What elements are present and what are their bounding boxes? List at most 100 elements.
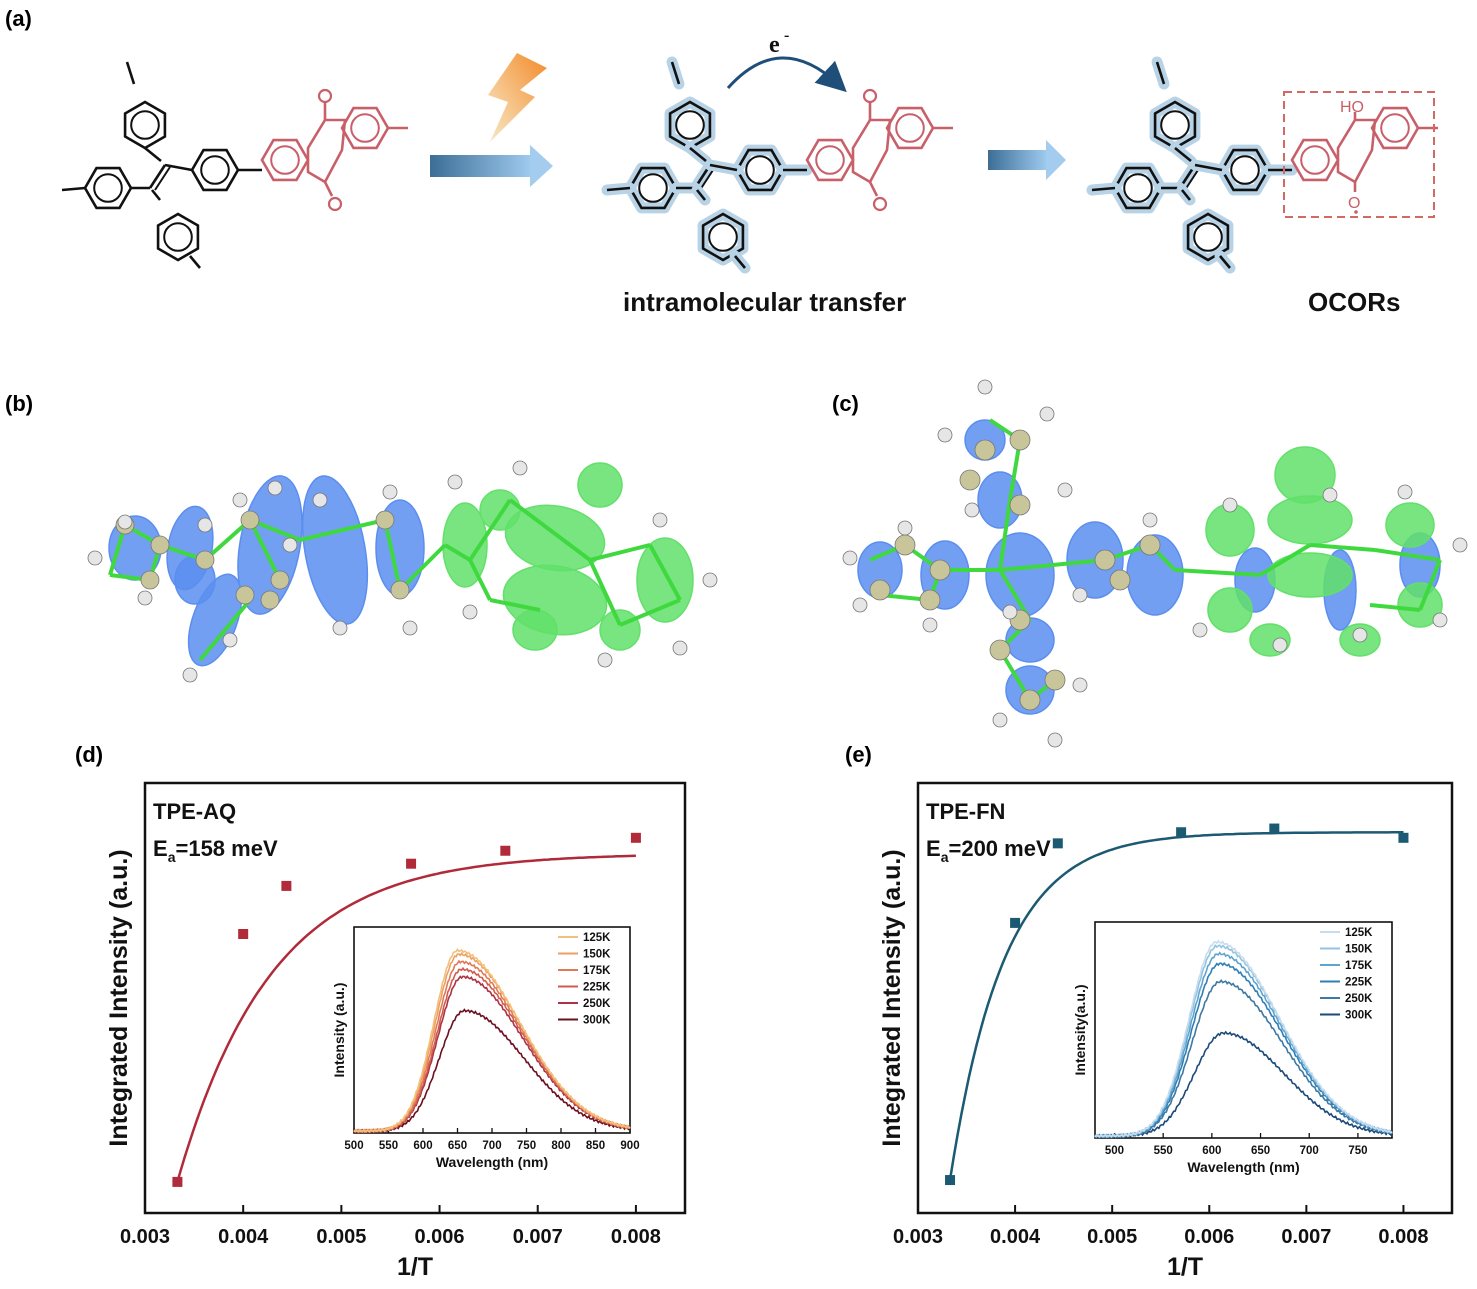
inset-y-title: Intensity (a.u.) (331, 983, 347, 1078)
hydrogen-atom-18 (1002, 604, 1018, 620)
x-tick-label-2: 0.005 (316, 1226, 366, 1248)
phenyl-bottom (156, 212, 200, 262)
bond-stick (588, 559, 622, 626)
phenyl-left-inner (93, 173, 123, 203)
bond-stick (198, 598, 252, 662)
carbon-atom-7 (1009, 494, 1031, 516)
sample-name: TPE-AQ (153, 799, 236, 824)
phenyl-right-inner (1230, 155, 1260, 185)
bond-top (144, 146, 162, 163)
phenyl-right-inner (200, 155, 230, 185)
phenyl-top-inner (1160, 110, 1190, 140)
carbon-atom-6 (375, 510, 395, 530)
carbon-atom-11 (989, 639, 1011, 661)
bond-stick (589, 543, 651, 562)
hydrogen-atom-17 (182, 667, 198, 683)
acceptor-ring-1-inner (815, 145, 845, 175)
inset-x-tick-label-2: 600 (413, 1140, 432, 1152)
carbon-atom-1 (929, 559, 951, 581)
lumo-lobe-4 (1207, 587, 1253, 633)
carbon-atom-2 (919, 589, 941, 611)
legend-label-175K: 175K (1345, 960, 1373, 972)
bond-stick (468, 559, 492, 601)
hydrogen-atom-3 (977, 379, 993, 395)
bond-right (1194, 163, 1223, 172)
hydrogen-atom-7 (382, 484, 398, 500)
bond-stick (1418, 559, 1442, 611)
alkene-bond (148, 164, 167, 189)
x-tick-label-5: 0.008 (1378, 1226, 1428, 1248)
hydrogen-atom-12 (672, 640, 688, 656)
phenyl-bottom (1186, 212, 1230, 262)
panel-c: (c) (832, 379, 1468, 748)
hydrogen-atom-15 (402, 620, 418, 636)
inset-x-tick-label-8: 900 (620, 1140, 639, 1152)
hydrogen-atom-20 (1047, 732, 1063, 748)
acceptor-ring-3-inner (350, 113, 380, 143)
bond-stick (999, 558, 1106, 572)
acceptor-ring-2 (1336, 118, 1377, 184)
legend-label-225K: 225K (583, 982, 611, 994)
molecule-excited (601, 56, 953, 274)
electron-transfer-arrow: e - (726, 27, 847, 93)
bond-stick (998, 499, 1012, 571)
inset-x-tick-label-5: 750 (517, 1140, 536, 1152)
caption-intramolecular: intramolecular transfer (623, 287, 906, 317)
acceptor-ring-1 (1290, 138, 1340, 182)
hydrogen-atom-13 (1452, 537, 1468, 553)
hydrogen-atom-11 (1322, 487, 1338, 503)
ho-label: HO (1340, 99, 1364, 116)
bond-stick (383, 519, 402, 591)
lightning-bolt-icon (488, 53, 547, 142)
spectrum-125K (1094, 939, 1393, 1139)
bond-stick (508, 498, 592, 562)
panel-a: (a) e - HOO intramolecular transfer OCOR… (5, 6, 1438, 317)
ea-subscript: a (168, 849, 176, 865)
inset-x-tick-label-1: 550 (379, 1140, 398, 1152)
methyl-bottom (189, 255, 201, 269)
x-tick-label-0: 0.003 (893, 1226, 943, 1248)
bond-bottom (695, 189, 707, 201)
carbon-atom-8 (1094, 549, 1116, 571)
carbon-atom-3 (869, 579, 891, 601)
hydrogen-atom-22 (922, 617, 938, 633)
acceptor-ring-1 (260, 138, 310, 182)
phenyl-bottom (701, 212, 745, 262)
legend-label-300K: 300K (583, 1015, 611, 1027)
carbon-atom-6 (959, 469, 981, 491)
bond-right (709, 163, 738, 172)
acceptor-ring-2 (306, 118, 347, 184)
phenyl-bottom-inner (708, 222, 738, 252)
carbon-atom-5 (1009, 429, 1031, 451)
inset-x-title: Wavelength (nm) (1187, 1159, 1299, 1175)
hydrogen-atom-15 (1352, 627, 1368, 643)
carbon-atom-5 (270, 570, 290, 590)
carbonyl-bottom (868, 181, 879, 197)
x-tick-label-2: 0.005 (1087, 1226, 1137, 1248)
y-axis-title: Integrated Intensity (a.u.) (878, 849, 906, 1146)
electron-label: e (769, 32, 780, 58)
carbon-atom-7 (390, 580, 410, 600)
lumo-lobe-6 (512, 609, 558, 651)
hydrogen-atom-0 (842, 550, 858, 566)
legend-label-150K: 150K (583, 949, 611, 961)
hydrogen-atom-8 (512, 460, 528, 476)
data-point-1 (238, 929, 249, 939)
hydrogen-atom-5 (267, 480, 283, 496)
data-point-4 (1269, 823, 1280, 834)
carbon-atom-9 (1139, 534, 1161, 556)
methyl-left (606, 186, 631, 192)
bond-stick (1309, 543, 1376, 552)
acceptor-ring-3 (885, 106, 935, 150)
data-point-0 (172, 1176, 183, 1187)
bond-stick (1374, 548, 1441, 562)
hydrogen-atom-9 (447, 474, 463, 490)
panel-label-d: (d) (75, 742, 103, 767)
radical-highlight-box (1283, 91, 1435, 218)
acceptor-ring-3-inner (1380, 113, 1410, 143)
acceptor-ring-1 (805, 138, 855, 182)
lumo-lobe-5 (636, 537, 694, 623)
